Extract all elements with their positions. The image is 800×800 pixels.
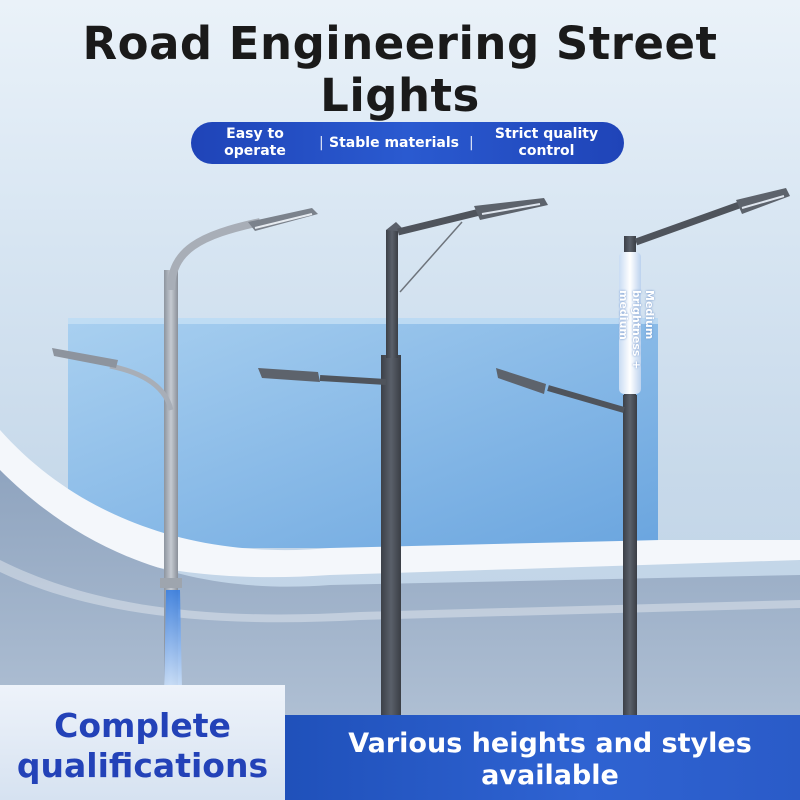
street-light-pole-icon (52, 208, 318, 690)
bottom-right-banner (260, 715, 800, 800)
pole-label-line2: brightness + (630, 290, 643, 370)
pole-brightness-label: Medium brightness + medium (596, 290, 656, 370)
building-block (68, 318, 658, 548)
feature-pill: Easy to operate | Stable materials | Str… (191, 122, 624, 164)
heights-styles-text: Various heights and styles available (300, 728, 800, 792)
feature-easy-to-operate: Easy to operate (191, 126, 319, 160)
title-line2: Lights (320, 69, 480, 122)
feature-3-line2: control (518, 143, 575, 159)
page-title: Road Engineering Street Lights (0, 18, 800, 122)
pole-label-line1: Medium (643, 290, 656, 340)
heights-line1: Various heights and styles (348, 728, 752, 759)
title-line1: Road Engineering Street (82, 17, 718, 70)
street-light-pole-icon (258, 198, 548, 715)
feature-strict-quality: Strict quality control (469, 126, 624, 160)
feature-2-line1: Stable materials (329, 134, 459, 151)
light-tube (619, 252, 641, 394)
street-light-pole-icon (496, 188, 790, 715)
feature-1-line2: operate (224, 143, 286, 159)
bottom-left-banner (0, 685, 285, 800)
feature-stable-materials: Stable materials (319, 135, 469, 152)
qualifications-line1: Complete (54, 706, 231, 745)
qualifications-text: Complete qualifications (0, 706, 285, 786)
feature-3-line1: Strict quality (494, 126, 599, 142)
feature-1-line1: Easy to (226, 126, 284, 142)
heights-line2: available (481, 760, 619, 791)
qualifications-line2: qualifications (16, 746, 269, 785)
pole-label-line3: medium (617, 290, 630, 340)
